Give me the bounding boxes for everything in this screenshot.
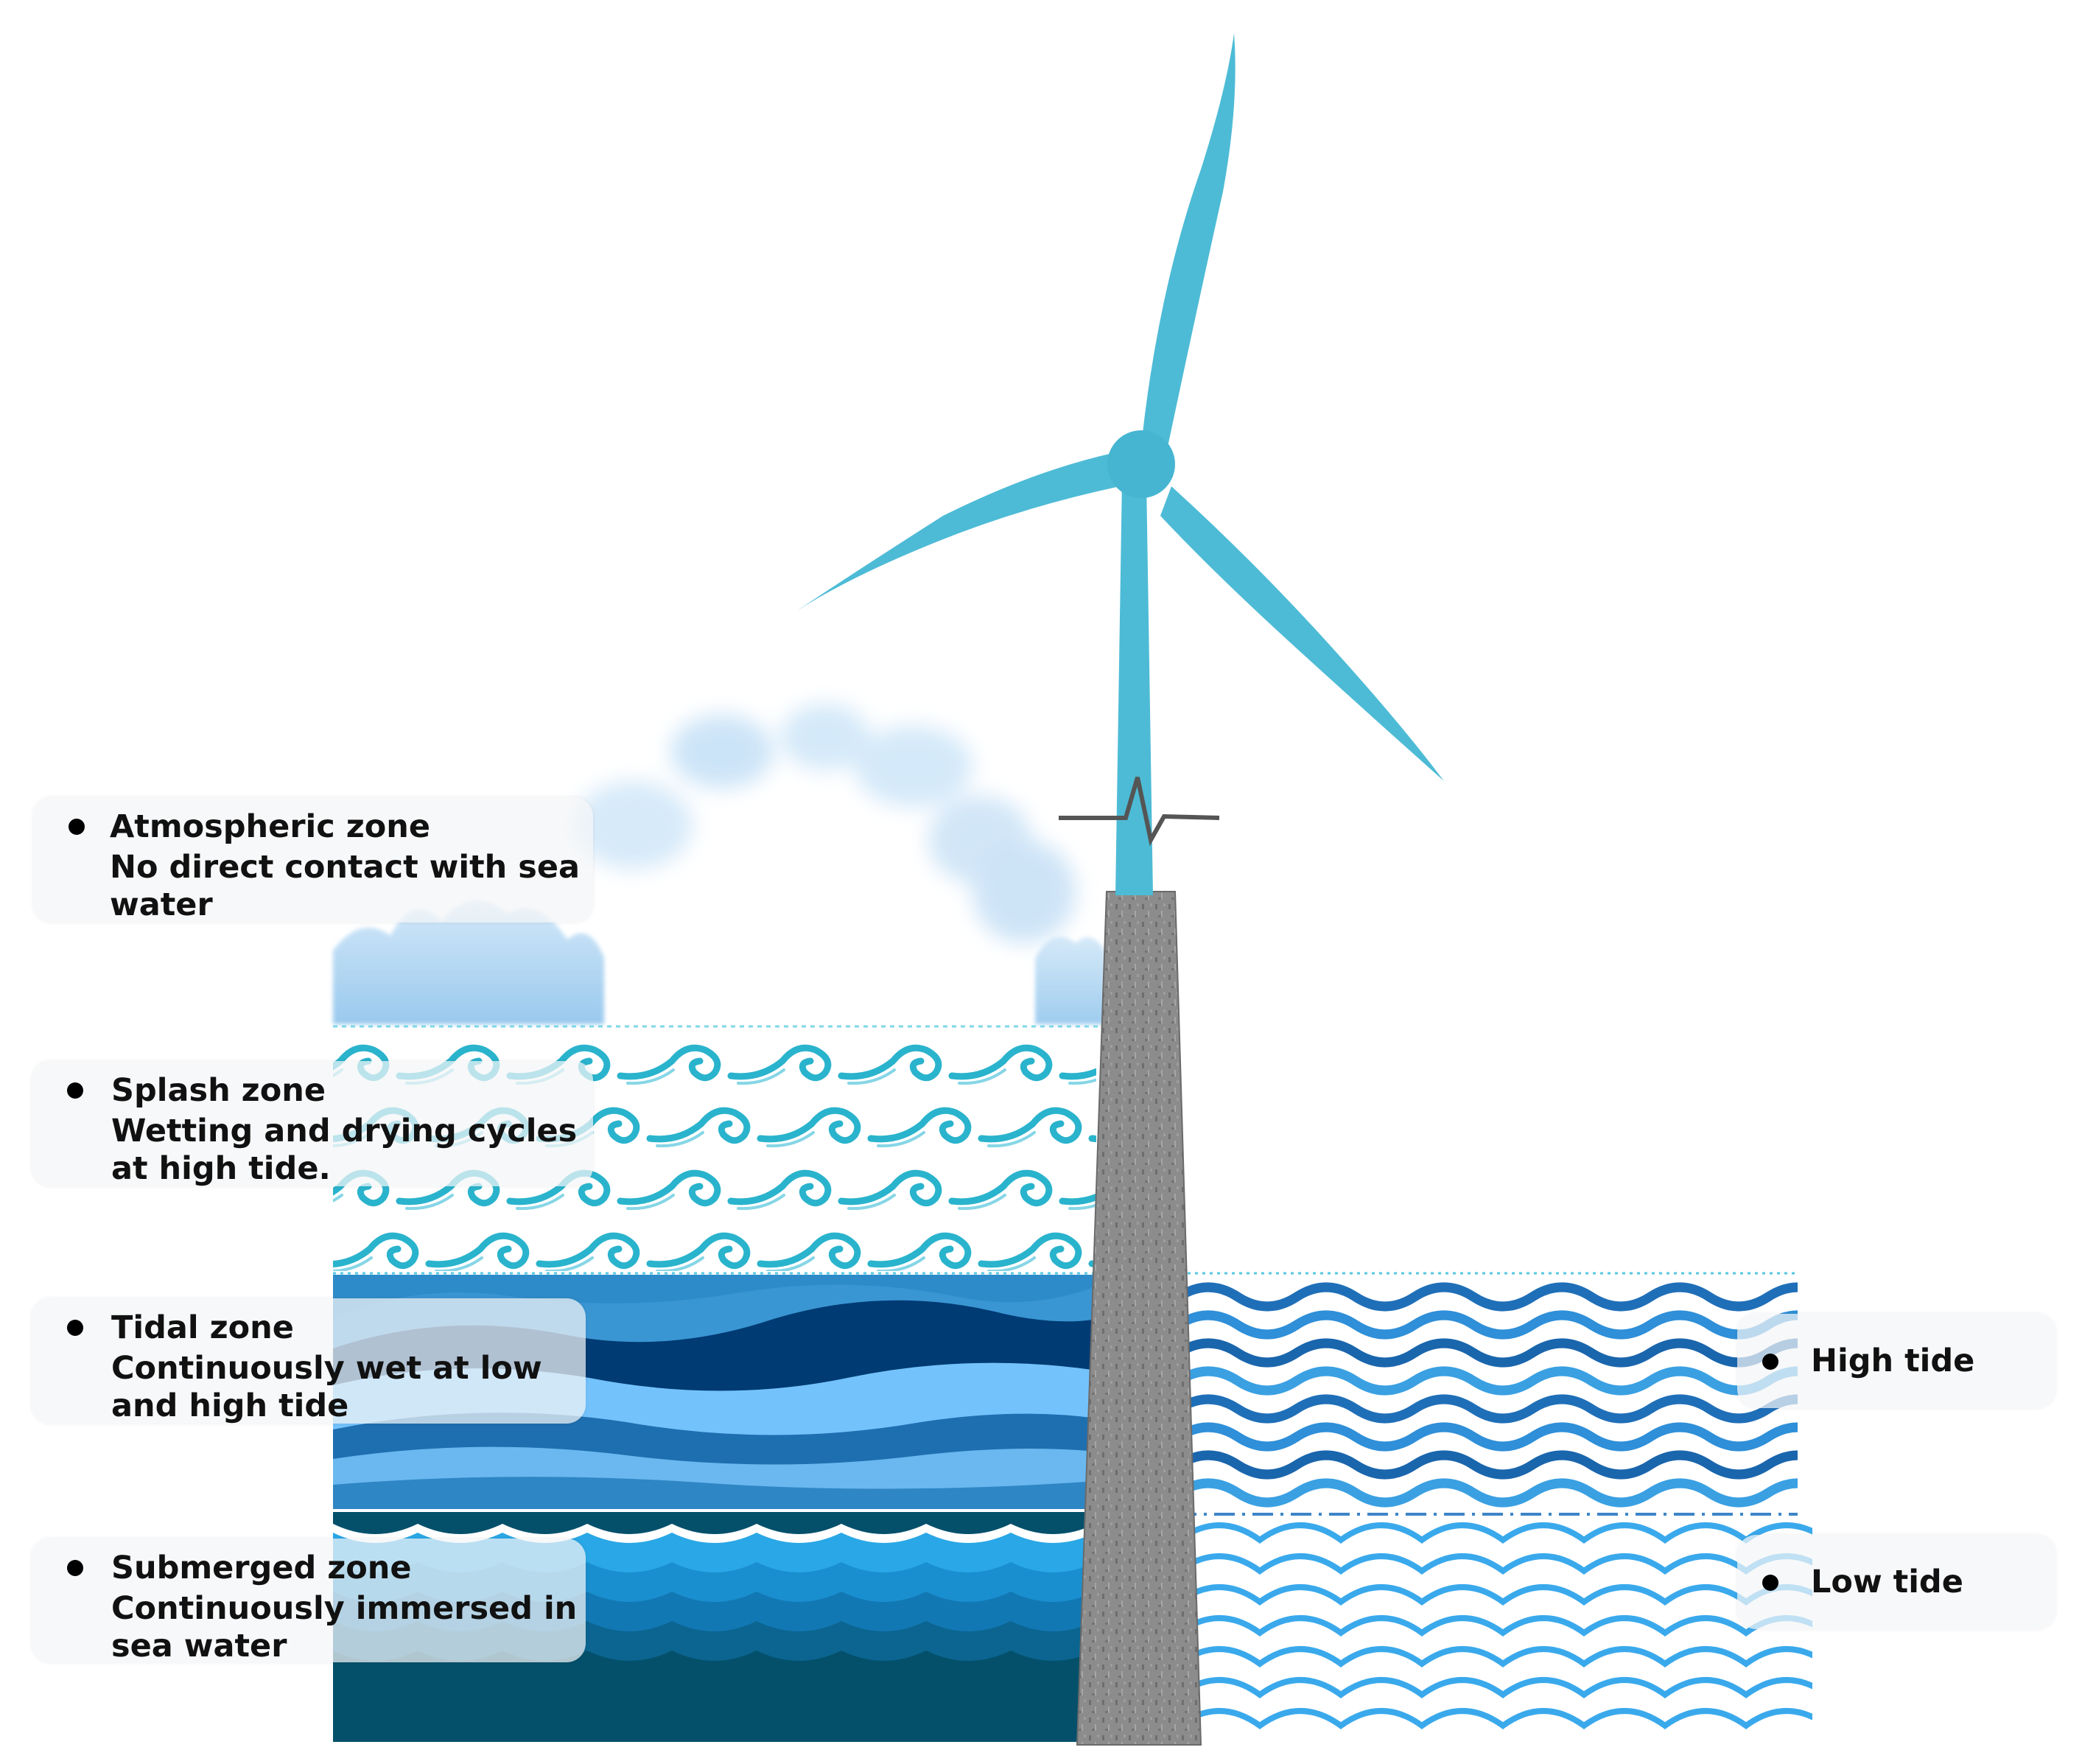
wind-turbine-icon: [796, 33, 1444, 895]
tide-label-low: Low tide: [1737, 1535, 2055, 1629]
wave-swirl: [757, 1107, 861, 1148]
tide-label-text: High tide: [1811, 1343, 1975, 1379]
wave-swirl: [1059, 1193, 1096, 1211]
zone-description-line: sea water: [111, 1628, 287, 1665]
submerged-zone-water: [333, 1512, 1096, 1742]
wave-swirl: [536, 1232, 640, 1271]
bullet-icon: [67, 1320, 83, 1336]
tidal-zone-water: [333, 1275, 1096, 1509]
wave-swirl: [333, 1232, 419, 1271]
wave-swirl: [646, 1107, 751, 1148]
zone-title: Submerged zone: [111, 1550, 412, 1586]
zone-label-tidal: Tidal zone Continuously wet at low and h…: [32, 1298, 586, 1424]
wave-swirl: [617, 1044, 721, 1085]
wave-swirl: [838, 1169, 942, 1211]
wave-swirl: [506, 1169, 611, 1211]
zone-description-line: water: [110, 886, 213, 923]
zone-title: Tidal zone: [111, 1309, 294, 1346]
zone-title: Splash zone: [111, 1072, 326, 1109]
zone-description-line: and high tide: [111, 1387, 349, 1424]
zone-description-line: No direct contact with sea: [110, 849, 581, 886]
wave-swirl: [867, 1232, 972, 1271]
bullet-icon: [1762, 1575, 1778, 1591]
wave-swirl: [948, 1044, 1053, 1085]
zone-description-line: Continuously wet at low: [111, 1350, 542, 1387]
wave-swirl: [727, 1044, 832, 1085]
bullet-icon: [69, 819, 85, 835]
zone-description-line: at high tide.: [111, 1150, 331, 1187]
wave-swirl: [727, 1169, 832, 1211]
wave-swirl: [617, 1169, 721, 1211]
wave-swirl: [948, 1169, 1053, 1211]
bullet-icon: [67, 1560, 83, 1576]
zone-description-line: Continuously immersed in: [111, 1590, 578, 1627]
wave-swirl: [978, 1107, 1082, 1148]
cloud-icon: [333, 704, 1105, 1024]
low-tide-waves: [1186, 1522, 1812, 1729]
tide-label-high: High tide: [1737, 1314, 2055, 1408]
zone-description-line: Wetting and drying cycles: [111, 1113, 578, 1149]
wave-swirl: [757, 1232, 861, 1271]
wave-swirl: [646, 1232, 751, 1271]
wave-swirl: [838, 1044, 942, 1085]
wave-swirl: [1059, 1068, 1096, 1085]
wave-swirl: [867, 1107, 972, 1148]
zone-label-submerged: Submerged zone Continuously immersed in …: [32, 1539, 586, 1665]
zone-title: Atmospheric zone: [110, 808, 431, 845]
bullet-icon: [67, 1082, 83, 1099]
wave-swirl: [978, 1232, 1082, 1271]
tower-break-symbol: [1059, 777, 1220, 847]
zone-label-splash: Splash zone Wetting and drying cycles at…: [32, 1061, 593, 1186]
zone-label-atmospheric: Atmospheric zone No direct contact with …: [33, 797, 593, 923]
tide-label-text: Low tide: [1811, 1564, 1963, 1600]
bullet-icon: [1762, 1354, 1778, 1370]
wave-swirl: [425, 1232, 530, 1271]
